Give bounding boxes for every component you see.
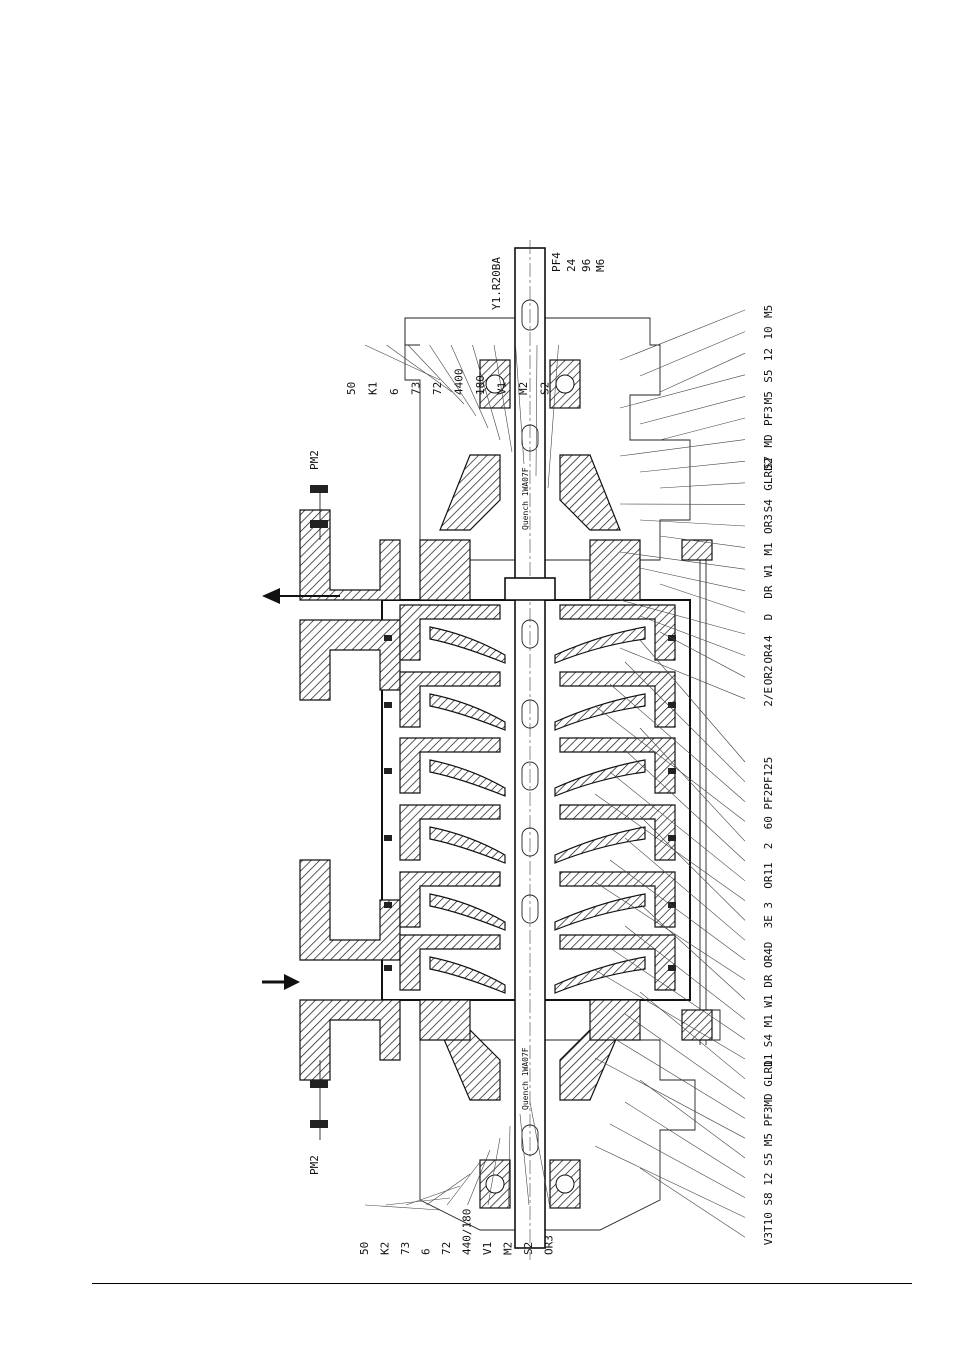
bottom-callout-label: OR3 [543,1235,556,1255]
bottom-callout-label: 6 [420,1248,433,1255]
right-callout-label: 1 [762,862,775,869]
shaft-text-a: Quench 1WA07F [521,467,530,530]
right-callout-label: 25 [762,757,775,770]
right-callout-label: OR4 [762,948,775,968]
right-callout-label: PF3 [762,1107,775,1127]
top-callout-label: K1 [367,382,380,395]
right-callout-label: 3 [762,902,775,909]
right-callout-label: S4 [762,499,775,513]
right-callout-label: M5 [762,305,775,318]
right-callout-label: S5 [762,370,775,383]
bottom-callout-label: 440/180 [461,1209,474,1255]
right-callout-label: D [762,614,775,621]
shaft-text-b: Quench 1WA07F [521,1047,530,1110]
pm-bottom-label: PM2 [308,1155,321,1175]
right-callout-label: 12 [762,348,775,361]
right-callout-label: 2/E [762,687,775,707]
right-callout-label: 4 [762,635,775,642]
leader-lines [365,310,745,1237]
right-callout-label: M5 [762,391,775,404]
right-callout-label: OR2 [762,665,775,685]
right-callout-label: GLRD1 [762,1054,775,1087]
right-callout-label: V3T [762,1225,775,1245]
page-rule [92,1283,912,1284]
shaft-text-top: Y1.R20BA [490,257,503,310]
right-callout-label: 10 [762,326,775,339]
right-callout-label: M1 [762,1014,775,1027]
right-callout-label: GLRD2 [762,458,775,491]
right-callout-label: S8 [762,1192,775,1205]
bottom-callout-label: S2 [522,1242,535,1255]
bottom-callout-label: 72 [440,1242,453,1255]
top-callout-label: 6 [388,388,401,395]
right-callout-label: W1 [762,564,775,577]
top-callout-label: 73 [410,382,423,395]
top-callout-label: S2 [539,382,552,395]
pf-callout-label: 24 [565,258,578,272]
right-callout-label: 3E [762,915,775,928]
bottom-callout-label: 50 [358,1242,371,1255]
right-callout-label: DR [762,974,775,988]
bottom-callout-label: M2 [502,1242,515,1255]
pf-callout-label: M6 [594,259,607,272]
pm-top-label: PM2 [308,450,321,470]
right-callouts-upper: M51012S5M5PF3MDS7GLRD2S4OR3M1W1DRD4OR4OR… [762,305,775,707]
right-callout-label: 12 [762,1173,775,1186]
right-callout-label: OR4 [762,643,775,663]
right-callout-label: 10 [762,1212,775,1225]
right-callout-label: 2 [762,843,775,850]
top-callout-label: 72 [431,382,444,395]
right-callout-label: M5 [762,1133,775,1146]
right-callout-label: S5 [762,1153,775,1166]
right-callout-label: PF2 [762,790,775,810]
right-callout-label: PF1 [762,770,775,790]
discharge-flange [300,485,400,700]
right-callout-label: 60 [762,816,775,829]
bottom-callout-label: V1 [481,1242,494,1255]
pf-callout-label: PF4 [550,252,563,272]
top-callout-label: 50 [345,382,358,395]
right-callout-label: D [762,942,775,949]
suction-arrow-icon [262,974,300,990]
bottom-callout-label: 73 [399,1242,412,1255]
right-callout-label: OR3 [762,514,775,534]
right-callout-label: DR [762,585,775,599]
bottom-callout-label: K2 [379,1242,392,1255]
right-callout-label: MD [762,434,775,447]
right-callout-label: PF3 [762,406,775,426]
pf-callout-label: 96 [580,259,593,272]
right-callout-label: MD [762,1093,775,1106]
right-callout-label: W1 [762,994,775,1007]
top-callout-label: 180 [474,375,487,395]
right-callout-label: M1 [762,542,775,555]
right-callout-label: OR1 [762,869,775,889]
right-callout-label: S4 [762,1034,775,1048]
right-callouts-lower: 25PF1PF26021OR133EDOR4DRW1M1S41GLRD1MDPF… [762,757,775,1245]
